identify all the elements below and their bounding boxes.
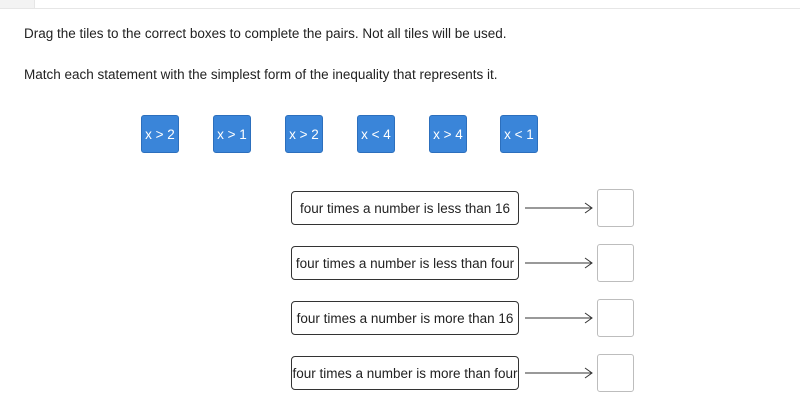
tile-x-lt-4[interactable]: x < 4	[357, 115, 395, 153]
statement-box: four times a number is less than four	[291, 246, 519, 280]
instruction-text: Drag the tiles to the correct boxes to c…	[24, 26, 507, 41]
pair-row: four times a number is more than four	[0, 354, 800, 394]
drop-target[interactable]	[597, 299, 634, 337]
pair-row: four times a number is less than four	[0, 244, 800, 284]
pair-row: four times a number is more than 16	[0, 299, 800, 339]
tile-x-gt-4[interactable]: x > 4	[429, 115, 467, 153]
drop-target[interactable]	[597, 244, 634, 282]
top-bar	[0, 0, 800, 9]
arrow-right-icon	[525, 312, 593, 324]
tile-x-gt-2-second[interactable]: x > 2	[285, 115, 323, 153]
arrow-right-icon	[525, 202, 593, 214]
statement-box: four times a number is less than 16	[291, 191, 519, 225]
pair-row: four times a number is less than 16	[0, 189, 800, 229]
drop-target[interactable]	[597, 354, 634, 392]
tile-x-gt-1[interactable]: x > 1	[213, 115, 251, 153]
tile-x-lt-1[interactable]: x < 1	[500, 115, 538, 153]
top-bar-tab[interactable]	[0, 0, 35, 8]
statement-box: four times a number is more than 16	[291, 301, 519, 335]
statement-box: four times a number is more than four	[291, 356, 519, 390]
tile-x-gt-2[interactable]: x > 2	[141, 115, 179, 153]
arrow-right-icon	[525, 367, 593, 379]
arrow-right-icon	[525, 257, 593, 269]
drop-target[interactable]	[597, 189, 634, 227]
question-text: Match each statement with the simplest f…	[24, 67, 498, 82]
